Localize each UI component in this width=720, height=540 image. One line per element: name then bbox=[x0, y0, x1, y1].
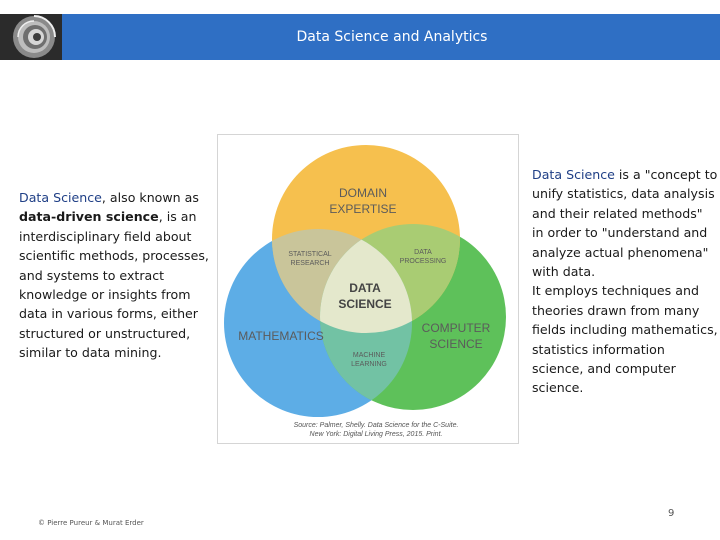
left-text-part2: , is an interdisciplinary field about sc… bbox=[19, 209, 209, 360]
right-text-part2: It employs techniques and theories drawn… bbox=[532, 281, 718, 397]
page-number: 9 bbox=[668, 508, 674, 519]
data-science-term: Data Science bbox=[19, 190, 102, 205]
ml-label-line2: LEARNING bbox=[351, 361, 387, 368]
math-label: MATHEMATICS bbox=[238, 329, 324, 343]
cs-label-line1: COMPUTER bbox=[422, 321, 491, 335]
right-text-part1: is a "concept to unify statistics, data … bbox=[532, 167, 717, 279]
domain-label-line2: EXPERTISE bbox=[329, 202, 396, 216]
venn-diagram-figure: DOMAIN EXPERTISE MATHEMATICS COMPUTER SC… bbox=[217, 134, 519, 444]
source-line2: New York: Digital Living Press, 2015. Pr… bbox=[310, 431, 443, 438]
left-text-part1: , also known as bbox=[102, 190, 199, 205]
center-label-line2: SCIENCE bbox=[338, 297, 391, 311]
right-description: Data Science is a "concept to unify stat… bbox=[532, 165, 718, 398]
left-description: Data Science, also known as data-driven … bbox=[19, 188, 209, 363]
source-line1: Source: Palmer, Shelly. Data Science for… bbox=[294, 422, 459, 429]
data-driven-science-term: data-driven science bbox=[19, 209, 159, 224]
right-paragraph-1: Data Science is a "concept to unify stat… bbox=[532, 165, 718, 281]
ml-label-line1: MACHINE bbox=[353, 352, 386, 359]
venn-diagram: DOMAIN EXPERTISE MATHEMATICS COMPUTER SC… bbox=[218, 135, 518, 443]
page-title: Data Science and Analytics bbox=[0, 14, 720, 60]
cs-label-line2: SCIENCE bbox=[429, 337, 482, 351]
stat-label-line1: STATISTICAL bbox=[288, 251, 331, 258]
domain-label-line1: DOMAIN bbox=[339, 186, 387, 200]
footer-credit: © Pierre Pureur & Murat Erder bbox=[38, 519, 144, 527]
data-science-term-right: Data Science bbox=[532, 167, 615, 182]
stat-label-line2: RESEARCH bbox=[291, 260, 330, 267]
center-label-line1: DATA bbox=[349, 281, 381, 295]
dp-label-line2: PROCESSING bbox=[400, 258, 447, 265]
dp-label-line1: DATA bbox=[414, 249, 432, 256]
